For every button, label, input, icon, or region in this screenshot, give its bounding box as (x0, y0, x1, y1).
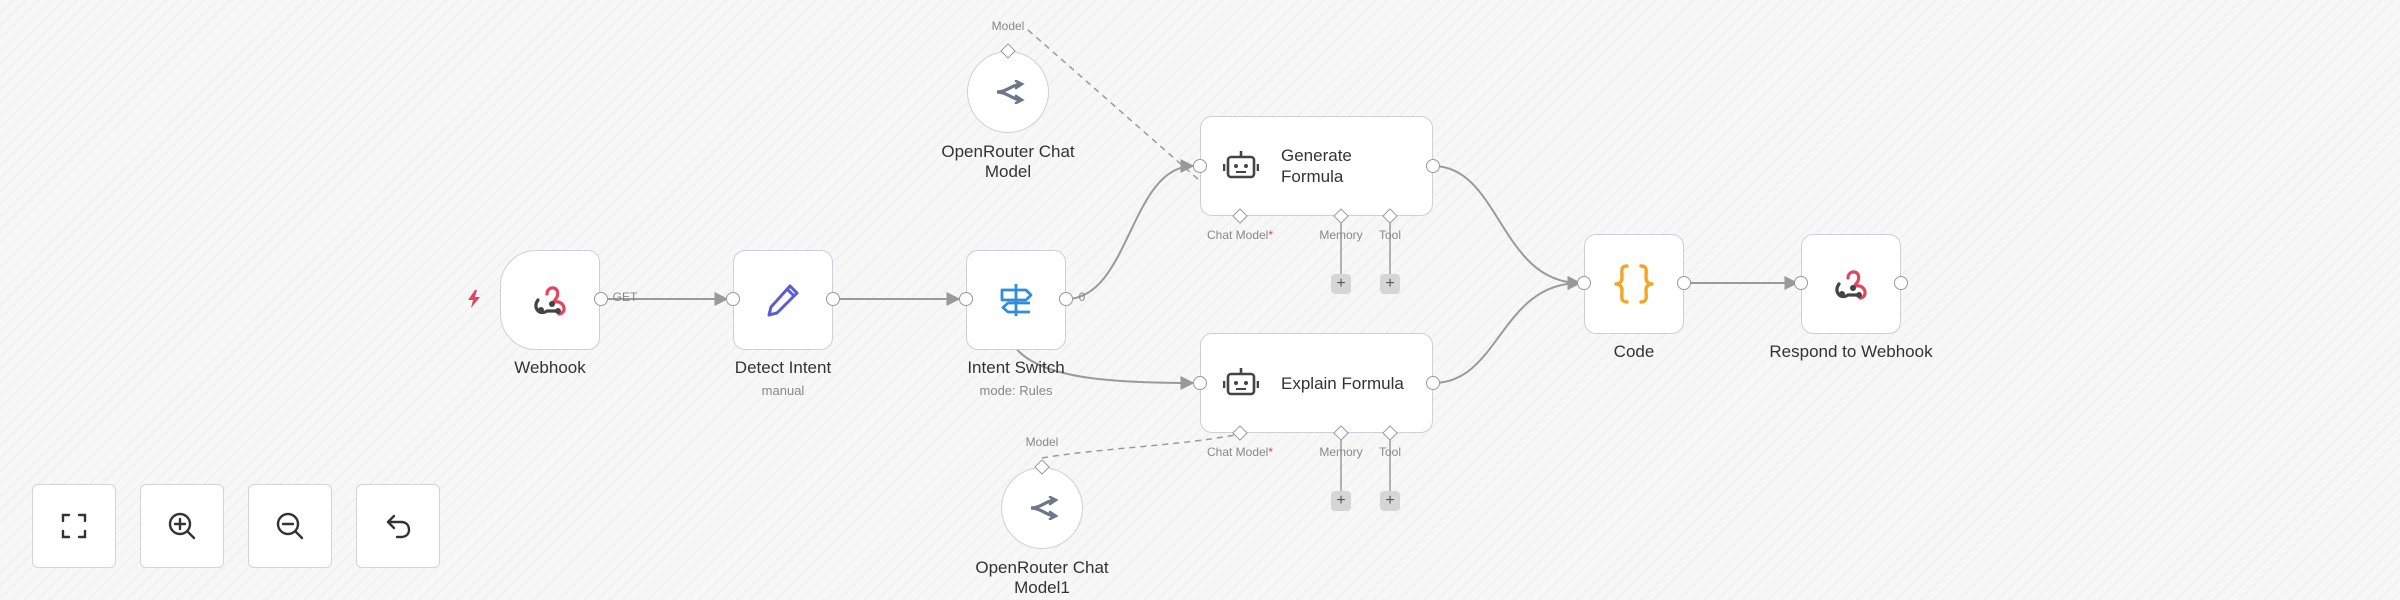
node-intent-switch[interactable] (966, 250, 1066, 350)
wire-generate-code (1432, 165, 1582, 290)
node-openrouter-chat-model[interactable] (967, 51, 1049, 133)
openrouter1-label: OpenRouter Chat Model (941, 142, 1075, 181)
robot-icon (1223, 151, 1259, 179)
code-input-port[interactable] (1577, 276, 1591, 290)
node-explain-formula[interactable]: Explain Formula (1200, 333, 1433, 433)
detect-intent-label: Detect Intent (734, 358, 832, 377)
zoom-out-icon (276, 512, 304, 540)
generate-chat-model-label: Chat Model* (1206, 228, 1274, 242)
zoom-in-icon (168, 512, 196, 540)
code-output-port[interactable] (1677, 276, 1691, 290)
explain-formula-label: Explain Formula (1281, 373, 1404, 393)
explain-formula-input-port[interactable] (1193, 376, 1207, 390)
edge-label-zero: 0 (1078, 290, 1086, 304)
undo-icon (386, 514, 411, 539)
fit-view-button[interactable] (32, 484, 116, 568)
zoom-in-button[interactable] (140, 484, 224, 568)
braces-icon (1614, 264, 1654, 304)
explain-formula-output-port[interactable] (1426, 376, 1440, 390)
detect-intent-subtitle: manual (761, 383, 805, 398)
openrouter-icon (996, 80, 1025, 104)
explain-memory-label: Memory (1319, 445, 1363, 459)
webhook-output-port[interactable] (594, 292, 608, 306)
generate-formula-input-port[interactable] (1193, 159, 1207, 173)
wire-explain-code (1432, 276, 1582, 384)
generate-add-memory-button[interactable]: + (1331, 274, 1351, 294)
intent-switch-label: Intent Switch (967, 358, 1065, 377)
node-webhook[interactable] (500, 250, 600, 350)
trigger-bolt-icon (468, 290, 480, 308)
detect-intent-input-port[interactable] (726, 292, 740, 306)
signpost-icon (1000, 284, 1033, 316)
respond-input-port[interactable] (1794, 276, 1808, 290)
webhook-icon (534, 286, 566, 316)
intent-switch-input-port[interactable] (959, 292, 973, 306)
openrouter-icon (1030, 496, 1059, 520)
explain-add-tool-button[interactable]: + (1380, 491, 1400, 511)
explain-chat-model-label: Chat Model* (1206, 445, 1274, 459)
intent-switch-output-port-0[interactable] (1059, 292, 1073, 306)
fullscreen-icon (61, 513, 87, 539)
generate-formula-label: Generate Formula (1281, 146, 1352, 186)
detect-intent-output-port[interactable] (826, 292, 840, 306)
node-respond-to-webhook[interactable] (1801, 234, 1901, 334)
code-label: Code (1613, 342, 1655, 361)
robot-icon (1223, 368, 1259, 396)
webhook-label: Webhook (514, 358, 586, 377)
edge-label-get: GET (612, 290, 638, 304)
webhook-icon (1835, 270, 1867, 300)
openrouter2-model-label: Model (1025, 435, 1059, 449)
node-openrouter-chat-model1[interactable] (1001, 467, 1083, 549)
reset-zoom-button[interactable] (356, 484, 440, 568)
wire-switch-explain (1014, 346, 1195, 390)
explain-add-memory-button[interactable]: + (1331, 491, 1351, 511)
generate-memory-label: Memory (1319, 228, 1363, 242)
wire-switch-generate (1065, 159, 1195, 300)
pen-icon (767, 284, 799, 317)
explain-tool-label: Tool (1378, 445, 1402, 459)
intent-switch-subtitle: mode: Rules (979, 383, 1053, 398)
generate-tool-label: Tool (1378, 228, 1402, 242)
node-code[interactable] (1584, 234, 1684, 334)
openrouter2-label: OpenRouter Chat Model1 (975, 558, 1109, 597)
generate-formula-output-port[interactable] (1426, 159, 1440, 173)
generate-add-tool-button[interactable]: + (1380, 274, 1400, 294)
zoom-out-button[interactable] (248, 484, 332, 568)
openrouter1-model-label: Model (991, 19, 1025, 33)
respond-output-port[interactable] (1894, 276, 1908, 290)
respond-label: Respond to Webhook (1769, 342, 1933, 361)
node-detect-intent[interactable] (733, 250, 833, 350)
wire-model1-explain (1041, 433, 1241, 459)
node-generate-formula[interactable]: Generate Formula (1200, 116, 1433, 216)
